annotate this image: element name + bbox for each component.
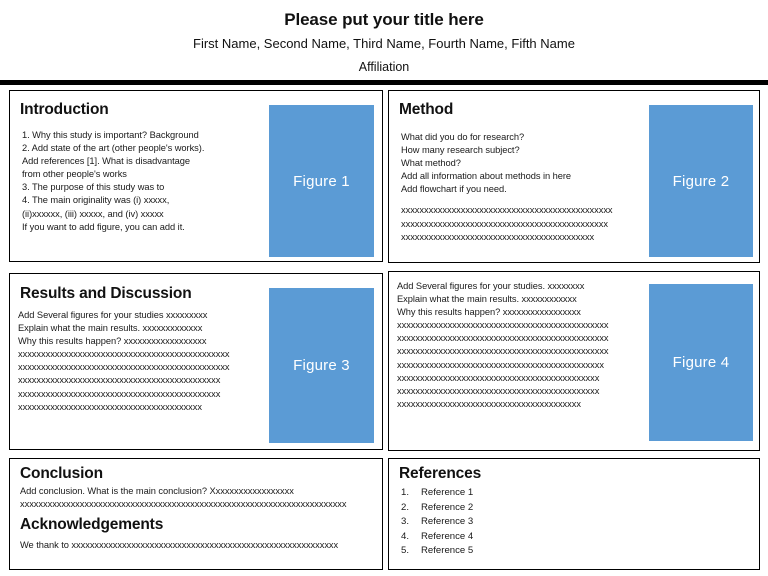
reference-label: Reference 4 [421,530,474,542]
method-filler-line: xxxxxxxxxxxxxxxxxxxxxxxxxxxxxxxxxxxxxxxx… [401,231,595,242]
reference-number: 1. [401,487,410,498]
results-filler-line: xxxxxxxxxxxxxxxxxxxxxxxxxxxxxxxxxxxxxxxx… [18,388,221,399]
figure-placeholder-3[interactable]: Figure 3 [269,288,374,443]
method-heading: Method [399,101,454,118]
reference-number: 4. [401,530,410,542]
list-item[interactable]: 5. Reference 5 [401,544,473,559]
panel-references: References 1. Reference 1 2. Reference 2… [388,458,760,570]
figure-placeholder-1[interactable]: Figure 1 [269,105,374,257]
discussion-right-filler-line: xxxxxxxxxxxxxxxxxxxxxxxxxxxxxxxxxxxxxxxx… [397,372,600,383]
panel-results-discussion: Results and Discussion Add Several figur… [9,273,383,450]
conclusion-body-text: Add conclusion. What is the main conclus… [20,486,347,510]
reference-number: 2. [401,501,410,513]
method-filler-line: xxxxxxxxxxxxxxxxxxxxxxxxxxxxxxxxxxxxxxxx… [401,218,608,229]
acknowledgements-body-text: We thank to xxxxxxxxxxxxxxxxxxxxxxxxxxxx… [20,540,339,550]
panel-conclusion-acknowledgements: Conclusion Add conclusion. What is the m… [9,458,383,570]
reference-label: Reference 1 [421,487,474,498]
method-body-text: What did you do for research? How many r… [401,132,572,195]
page-title: Please put your title here [284,10,484,29]
panel-introduction: Introduction 1. Why this study is import… [9,90,383,262]
conclusion-heading: Conclusion [20,465,103,482]
results-filler-line: xxxxxxxxxxxxxxxxxxxxxxxxxxxxxxxxxxxxxxxx… [18,375,221,386]
affiliation-text: Affiliation [358,60,410,74]
discussion-right-filler-line: xxxxxxxxxxxxxxxxxxxxxxxxxxxxxxxxxxxxxxxx… [397,346,609,357]
discussion-right-filler-line: xxxxxxxxxxxxxxxxxxxxxxxxxxxxxxxxxxxxxxxx [397,398,581,409]
discussion-right-filler-line: xxxxxxxxxxxxxxxxxxxxxxxxxxxxxxxxxxxxxxxx… [397,333,609,344]
method-filler-line: xxxxxxxxxxxxxxxxxxxxxxxxxxxxxxxxxxxxxxxx… [401,205,613,216]
results-filler-line: xxxxxxxxxxxxxxxxxxxxxxxxxxxxxxxxxxxxxxxx… [18,349,230,360]
results-filler-line: xxxxxxxxxxxxxxxxxxxxxxxxxxxxxxxxxxxxxxxx… [18,362,230,373]
list-item[interactable]: 3. Reference 3 [401,515,473,530]
reference-label: Reference 3 [421,516,474,528]
acknowledgements-heading: Acknowledgements [20,516,164,533]
discussion-right-body-text: Add Several figures for your studies. xx… [397,281,585,318]
introduction-heading: Introduction [20,101,109,118]
list-item[interactable]: 1. Reference 1 [401,486,473,501]
results-heading: Results and Discussion [20,285,192,302]
reference-number: 3. [401,516,410,528]
references-heading: References [399,465,482,482]
results-body-text: Add Several figures for your studies xxx… [18,310,208,347]
discussion-right-filler-line: xxxxxxxxxxxxxxxxxxxxxxxxxxxxxxxxxxxxxxxx… [397,385,600,396]
figure-placeholder-2[interactable]: Figure 2 [649,105,753,257]
panel-method: Method What did you do for research? How… [388,90,760,263]
poster-header: Please put your title here First Name, S… [0,0,768,82]
reference-number: 5. [401,545,410,557]
discussion-right-filler-line: xxxxxxxxxxxxxxxxxxxxxxxxxxxxxxxxxxxxxxxx… [397,359,604,370]
figure-placeholder-4[interactable]: Figure 4 [649,284,753,441]
references-list: 1. Reference 1 2. Reference 2 3. Referen… [401,486,473,559]
author-list: First Name, Second Name, Third Name, Fou… [193,36,575,51]
list-item[interactable]: 2. Reference 2 [401,501,473,516]
reference-label: Reference 5 [421,545,474,557]
results-filler-line: xxxxxxxxxxxxxxxxxxxxxxxxxxxxxxxxxxxxxxxx [18,401,202,412]
reference-label: Reference 2 [421,501,474,513]
header-divider-rule [0,80,768,85]
discussion-right-filler-line: xxxxxxxxxxxxxxxxxxxxxxxxxxxxxxxxxxxxxxxx… [397,320,609,331]
introduction-body-text: 1. Why this study is important? Backgrou… [22,130,205,232]
panel-discussion-continued: Add Several figures for your studies. xx… [388,271,760,451]
list-item[interactable]: 4. Reference 4 [401,530,473,545]
